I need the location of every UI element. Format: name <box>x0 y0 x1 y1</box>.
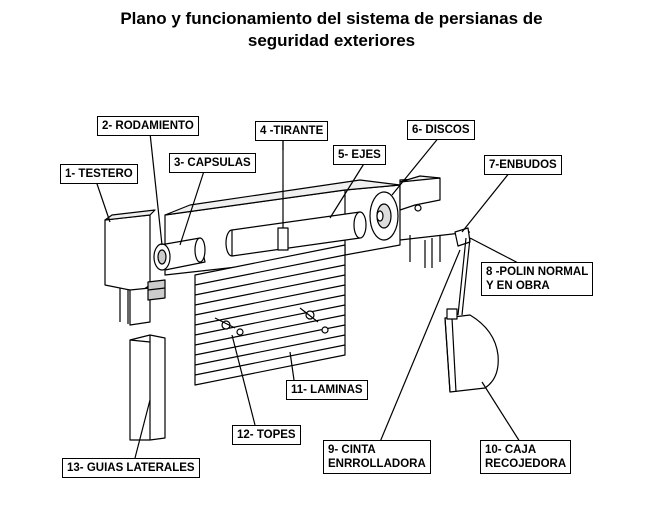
laminas-slats <box>194 244 346 386</box>
label-testero: 1- TESTERO <box>60 164 138 184</box>
testero-endplate <box>104 209 166 326</box>
title-line-2: seguridad exteriores <box>247 31 416 50</box>
label-polin: 8 -POLIN NORMAL Y EN OBRA <box>481 262 594 296</box>
cinta-strap <box>457 237 471 316</box>
label-topes: 12- TOPES <box>232 425 301 445</box>
leader-lines <box>94 132 523 459</box>
caja-recojedora <box>444 308 499 393</box>
label-tirante: 4 -TIRANTE <box>255 121 329 141</box>
label-enbudos: 7-ENBUDOS <box>484 155 562 175</box>
label-discos: 6- DISCOS <box>407 120 475 140</box>
disco-pulley <box>369 175 471 268</box>
title-line-1: Plano y funcionamiento del sistema de pe… <box>120 9 543 28</box>
capsula-roller <box>153 237 206 271</box>
diagram-title: Plano y funcionamiento del sistema de pe… <box>0 8 663 52</box>
label-guias: 13- GUIAS LATERALES <box>62 458 200 478</box>
label-capsulas: 3- CAPSULAS <box>169 153 256 173</box>
label-laminas: 11- LAMINAS <box>286 380 368 400</box>
guias-laterales <box>129 334 166 441</box>
label-ejes: 5- EJES <box>333 145 386 165</box>
label-rodamiento: 2- RODAMIENTO <box>97 116 199 136</box>
label-caja: 10- CAJA RECOJEDORA <box>480 440 572 474</box>
tirante-strap <box>277 140 289 251</box>
label-cinta: 9- CINTA ENRROLLADORA <box>323 440 431 474</box>
axle-shaft <box>225 211 367 257</box>
